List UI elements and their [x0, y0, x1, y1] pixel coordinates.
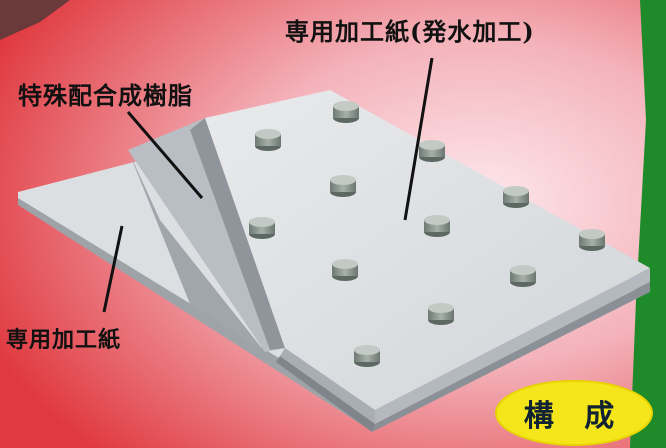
stud-icon — [330, 175, 356, 197]
stud-icon — [332, 259, 358, 281]
top-paper-layer — [205, 90, 650, 432]
corner-shadow — [0, 0, 70, 40]
studs — [249, 101, 605, 367]
stud-icon — [503, 186, 529, 208]
green-corner — [630, 0, 666, 448]
stud-icon — [579, 229, 605, 251]
structure-badge: 構 成 — [500, 385, 648, 441]
stud-icon — [428, 303, 454, 325]
resin-layer — [128, 118, 285, 352]
top-paper-label: 専用加工紙(発水加工) — [285, 17, 535, 46]
badge-shape — [495, 380, 653, 446]
leader-line-top — [403, 57, 434, 221]
bottom-paper-label: 専用加工紙 — [6, 327, 122, 353]
resin-label: 特殊配合成樹脂 — [18, 81, 193, 110]
leader-line-bottom — [102, 225, 124, 313]
stud-icon — [333, 101, 359, 123]
stud-icon — [249, 217, 275, 239]
stud-icon — [255, 129, 281, 151]
stud-icon — [354, 345, 380, 367]
stud-icon — [424, 215, 450, 237]
stud-icon — [419, 140, 445, 162]
leader-line-resin — [126, 111, 204, 199]
badge-label: 構 成 — [523, 399, 625, 434]
stud-icon — [510, 265, 536, 287]
